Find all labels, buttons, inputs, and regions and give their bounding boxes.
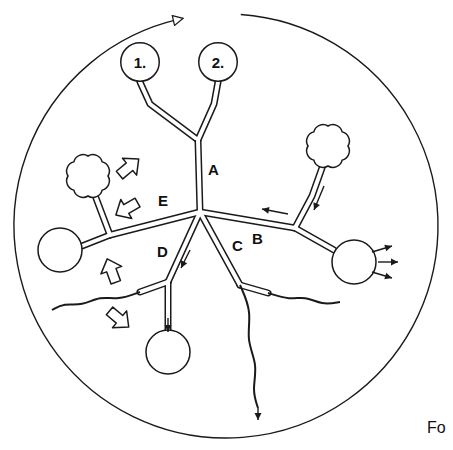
branch-b-tree <box>295 168 322 228</box>
branch-letter: D <box>157 244 168 260</box>
tree-crowns <box>67 125 350 198</box>
numbered-circle: 2. <box>198 42 238 82</box>
cell-circle <box>332 240 376 284</box>
branch-letter: B <box>252 231 263 247</box>
flow-arrow-head <box>262 207 270 214</box>
tube-inner <box>295 228 334 250</box>
branch-letter: C <box>232 238 243 254</box>
flow-arrow-head <box>255 413 262 420</box>
root-line <box>268 293 340 303</box>
flow-arrow-head <box>181 260 187 268</box>
connector-outline <box>140 82 218 140</box>
tube-inner <box>240 285 268 293</box>
cells <box>38 228 376 374</box>
tube-inner <box>140 282 168 292</box>
tree-crown <box>67 155 110 198</box>
flow-arrow-head <box>384 245 392 252</box>
branch-letter: A <box>208 162 219 178</box>
tube-inner <box>168 212 200 282</box>
flow-arrow-head <box>391 259 398 266</box>
flow-arrow-head <box>313 202 319 210</box>
tube-inner <box>198 140 200 212</box>
branch-letter: E <box>158 193 168 209</box>
branch-e-circle <box>82 235 110 246</box>
cell-circle <box>38 228 82 272</box>
tube-inner <box>200 212 295 228</box>
connector-inner <box>140 82 218 140</box>
branch-tubes <box>82 140 334 330</box>
flow-arrow-head <box>384 273 392 280</box>
cell-circle <box>146 330 190 374</box>
circle-shape <box>199 43 238 82</box>
hollow-arrow <box>113 151 146 184</box>
callout-number: 2. <box>212 54 225 71</box>
branch-d-left <box>140 282 168 292</box>
hollow-arrow <box>110 193 143 225</box>
branch-e-tree <box>96 198 110 235</box>
stem-a <box>198 140 200 212</box>
node-text-box: 1. <box>120 42 160 82</box>
root-line <box>240 285 258 408</box>
y-connector <box>140 82 218 140</box>
hollow-arrow <box>97 255 126 286</box>
callout-number: 1. <box>134 54 147 71</box>
root-line <box>52 292 140 310</box>
circle-shape <box>121 43 160 82</box>
flow-arrow-line <box>181 250 190 268</box>
flow-arrow-head <box>165 325 172 332</box>
branch-b-circle <box>295 228 334 250</box>
branch-c-right <box>240 285 268 293</box>
caption-fragment: Fo <box>427 420 446 436</box>
tube-inner <box>295 168 322 228</box>
tree-crown <box>307 125 350 168</box>
branch-b <box>200 212 295 228</box>
hollow-arrow <box>103 303 136 336</box>
numbered-circle: 1. <box>120 42 160 82</box>
flow-arrows <box>165 186 399 420</box>
cycle-arrow <box>14 15 438 438</box>
tube-inner <box>82 235 110 246</box>
roots <box>52 285 340 408</box>
flow-arrow-line <box>314 186 324 210</box>
tube-inner <box>96 198 110 235</box>
node-text-box: 2. <box>198 42 238 82</box>
hollow-arrows <box>97 151 146 336</box>
